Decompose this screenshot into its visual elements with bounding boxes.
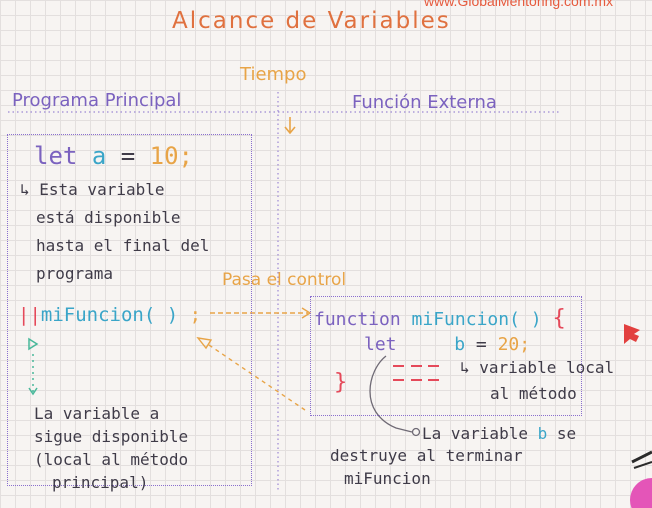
programa-principal-box (7, 134, 252, 486)
funcion-externa-header: Función Externa (352, 92, 497, 113)
equals: = (120, 142, 136, 170)
right-note-part1: La variable (422, 424, 528, 443)
tiempo-label: Tiempo (240, 64, 307, 85)
pasa-control-label: Pasa el control (222, 270, 347, 290)
left-down-arrow-icon (28, 337, 39, 396)
red-dashes (393, 365, 439, 381)
right-note-line2: destruye al terminar (330, 446, 523, 465)
note-line: La variable a (34, 404, 160, 423)
watermark: www.GlobalMentoring.com.mx (424, 0, 614, 9)
let-keyword: let (364, 334, 397, 355)
funcion-externa-box (310, 296, 582, 416)
call-parens: ( ) (143, 304, 179, 326)
close-brace: } (334, 370, 348, 395)
note-line: ↳ Esta variable (20, 180, 165, 199)
note-line: está disponible (36, 208, 181, 227)
note-line: programa (36, 264, 114, 283)
function-parens: ( ) (509, 309, 542, 330)
programa-principal-header: Programa Principal (12, 90, 182, 111)
page-title: Alcance de Variables (172, 8, 451, 34)
call-statement: ||miFuncion( ) ; (18, 304, 201, 326)
left-note: La variable a sigue disponible (local al… (34, 402, 188, 494)
return-arrow-icon (196, 337, 306, 411)
note-line: sigue disponible (34, 427, 189, 446)
let-a-statement: let a = 10; (34, 142, 193, 170)
function-keyword: function (314, 309, 401, 330)
right-note-line3: miFuncion (344, 469, 431, 488)
note-line: principal) (52, 473, 149, 492)
value-10: 10 (149, 142, 179, 170)
right-note-var-b: b (537, 424, 548, 443)
note-line: (local al método (34, 450, 189, 469)
call-semicolon: ; (189, 304, 202, 326)
let-b-statement: let b = 20; (364, 334, 530, 355)
open-brace: { (552, 306, 566, 331)
call-function-name: miFuncion (40, 304, 144, 326)
function-declaration: function miFuncion( ) { (314, 306, 566, 331)
let-keyword: let (34, 142, 78, 170)
note-line: hasta el final del (36, 236, 210, 255)
local-note-line2: al método (490, 384, 577, 403)
cursor-icon (624, 324, 640, 344)
right-note-part2: se (556, 424, 577, 443)
semicolon: ; (178, 142, 193, 170)
semicolon: ; (519, 334, 531, 355)
variable-note: ↳ Esta variable está disponible hasta el… (20, 176, 209, 288)
var-b: b (454, 334, 466, 355)
var-a: a (91, 142, 107, 170)
equals: = (475, 334, 487, 355)
right-note-line1: La variable b se (422, 424, 576, 443)
local-note-line1: ↳ variable local (460, 358, 615, 377)
value-20: 20 (497, 334, 520, 355)
function-name: miFuncion (411, 309, 510, 330)
call-marks: || (18, 304, 41, 326)
tiempo-arrow-icon (284, 117, 296, 135)
pen-icon (630, 450, 652, 508)
hook-arrow-icon (369, 355, 421, 437)
